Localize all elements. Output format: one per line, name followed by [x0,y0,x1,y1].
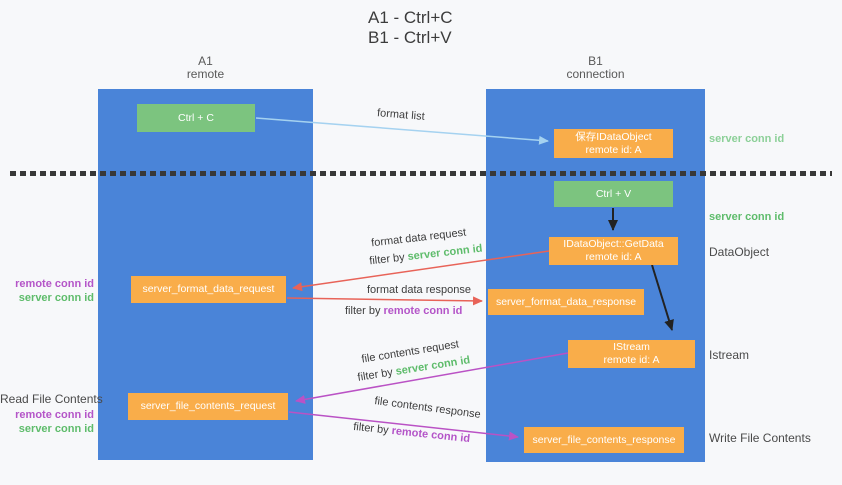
label-left-remote-conn-id-bottom: remote conn id [15,409,94,421]
arrow-format-data-response [286,296,483,306]
node-ctrl-v: Ctrl + V [554,181,673,207]
node-ctrl-c: Ctrl + C [137,104,255,132]
lane-a1-subtitle: remote [186,67,225,81]
lane-b1-subtitle: connection [566,67,625,81]
node-server-format-data-response-label: server_format_data_response [495,295,637,308]
node-save-idataobject-line1: 保存IDataObject [575,130,652,143]
node-istream-line1: IStream [613,341,650,353]
lane-a1-title: A1 [198,54,213,68]
server-conn-id-text: server conn id [406,242,484,264]
label-read-file-contents: Read File Contents [0,392,103,406]
node-server-format-data-response: server_format_data_response [488,289,644,315]
lane-b1-title: B1 [588,54,603,68]
label-right-server-conn-id-mid: server conn id [709,211,785,223]
node-idataobject-getdata-line1: IDataObject::GetData [563,238,664,250]
node-ctrl-c-label: Ctrl + C [178,111,214,124]
label-filter-format-response: filter by remote conn id [345,305,462,317]
label-left-server-conn-id-bottom: server conn id [18,423,94,435]
node-server-format-data-request: server_format_data_request [131,276,286,303]
node-istream-line2: remote id: A [603,354,660,366]
node-idataobject-getdata: IDataObject::GetData remote id: A [549,237,678,265]
diagram-title: A1 - Ctrl+C B1 - Ctrl+V [368,8,453,48]
node-server-file-contents-request: server_file_contents_request [128,393,288,420]
label-format-list: format list [376,107,426,123]
node-server-file-contents-response-label: server_file_contents_response [532,433,676,446]
filter-by-text: filter by [352,420,393,437]
label-istream: Istream [709,348,750,362]
node-save-idataobject-line2: remote id: A [585,143,642,156]
node-idataobject-getdata-line2: remote id: A [585,251,642,263]
node-server-file-contents-response: server_file_contents_response [524,427,684,453]
label-write-file-contents: Write File Contents [709,431,811,445]
remote-conn-id-text: remote conn id [390,424,471,446]
label-format-data-response: format data response [367,284,471,296]
dashed-divider [10,171,832,176]
filter-by-text: filter by [368,251,409,268]
lane-header-b1: B1 connection [486,55,705,81]
label-filter-file-response: filter by remote conn id [353,421,471,445]
node-istream: IStream remote id: A [568,340,695,368]
node-server-file-contents-request-label: server_file_contents_request [140,400,276,412]
node-ctrl-v-label: Ctrl + V [595,187,632,200]
label-left-server-conn-id-top: server conn id [18,292,94,304]
label-file-contents-response: file contents response [373,395,482,421]
lane-header-a1: A1 remote [98,55,313,81]
remote-conn-id-text: remote conn id [383,305,463,317]
label-dataobject: DataObject [709,245,770,259]
title-line-1: A1 - Ctrl+C [368,8,453,27]
label-right-server-conn-id-top: server conn id [709,133,785,145]
filter-by-text: filter by [356,365,397,384]
filter-by-text: filter by [345,305,384,317]
node-save-idataobject: 保存IDataObject remote id: A [554,129,673,158]
node-server-format-data-request-label: server_format_data_request [142,283,275,295]
title-line-2: B1 - Ctrl+V [368,28,452,47]
label-left-remote-conn-id-top: remote conn id [15,278,94,290]
